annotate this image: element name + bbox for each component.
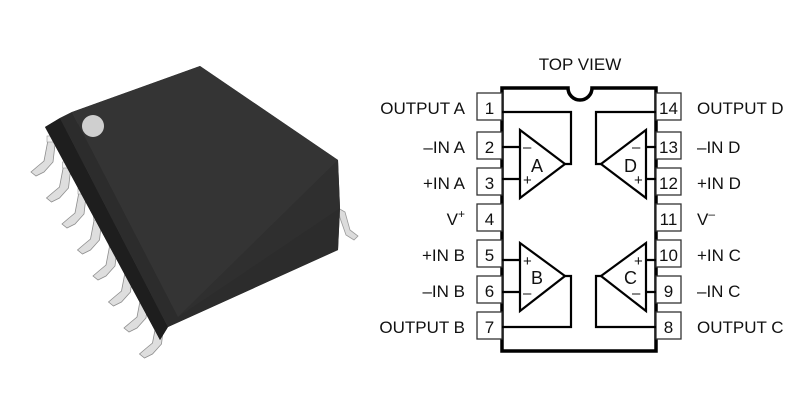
pin-box bbox=[655, 92, 682, 121]
pin1-indicator-dot bbox=[82, 115, 104, 137]
pin-7: 7 OUTPUT B bbox=[379, 311, 503, 340]
opamp-c-triangle bbox=[599, 240, 648, 314]
opamp-b-triangle bbox=[518, 240, 567, 314]
opamp-c-feedback bbox=[594, 274, 656, 329]
pin-label: –IN C bbox=[697, 282, 740, 301]
opamp-a bbox=[502, 110, 573, 201]
chip-package-photo bbox=[30, 66, 359, 359]
pin-2: 2 –IN A bbox=[423, 131, 503, 160]
pin-box bbox=[476, 275, 503, 304]
pin-label: –IN D bbox=[697, 138, 740, 157]
top-view-title: TOP VIEW bbox=[539, 55, 622, 74]
pin-box bbox=[655, 275, 682, 304]
opamp-c bbox=[594, 240, 656, 329]
pin-number: 3 bbox=[485, 174, 494, 193]
opamp-b-plus: + bbox=[523, 253, 532, 270]
opamp-b-label: B bbox=[531, 268, 543, 288]
opamp-a-feedback bbox=[502, 110, 573, 166]
pin-number: 6 bbox=[485, 282, 494, 301]
chip-body bbox=[45, 66, 340, 340]
pin-number: 11 bbox=[660, 210, 678, 229]
pin-14: 14 OUTPUT D bbox=[655, 92, 784, 121]
pin-box bbox=[655, 239, 682, 268]
pin-box bbox=[655, 131, 682, 160]
pin-box bbox=[476, 203, 503, 232]
opamp-a-label: A bbox=[531, 156, 543, 176]
pin-box bbox=[476, 167, 503, 196]
opamp-a-inputs bbox=[502, 145, 520, 181]
pin-number: 4 bbox=[485, 210, 494, 229]
opamp-d-feedback bbox=[594, 110, 656, 166]
pin-10: 10 +IN C bbox=[655, 239, 741, 268]
opamp-d-triangle bbox=[599, 127, 648, 201]
opamp-b-inputs bbox=[502, 258, 520, 294]
opamp-a-minus: – bbox=[523, 139, 532, 156]
package-outline bbox=[500, 86, 658, 353]
pin-box bbox=[476, 92, 503, 121]
pin-number: 1 bbox=[485, 99, 494, 118]
pin-box bbox=[476, 131, 503, 160]
pin-number: 5 bbox=[485, 246, 494, 265]
pin-4: 4 V+ bbox=[447, 203, 503, 232]
pin-number: 9 bbox=[664, 282, 673, 301]
pin-label: +IN D bbox=[697, 174, 741, 193]
opamp-c-minus: – bbox=[632, 285, 641, 302]
pin-8: 8 OUTPUT C bbox=[655, 311, 784, 340]
pin-3: 3 +IN A bbox=[423, 167, 503, 196]
pin-number: 14 bbox=[659, 99, 678, 118]
pin-9: 9 –IN C bbox=[655, 275, 740, 304]
pin-label: –IN B bbox=[422, 282, 465, 301]
right-pin-column: 14 OUTPUT D 13 –IN D 12 +IN D 11 V– 10 +IN C 9 –IN … bbox=[655, 92, 784, 340]
opamp-a-triangle bbox=[518, 127, 567, 201]
lead-far-side bbox=[337, 207, 359, 241]
pin-number: 7 bbox=[485, 318, 494, 337]
left-pin-column: 1 OUTPUT A 2 –IN A 3 +IN A 4 V+ 5 +IN B 6 –IN B 7 OUT… bbox=[379, 92, 503, 340]
pin-box bbox=[655, 203, 682, 232]
pin-box bbox=[476, 311, 503, 340]
pin-number: 13 bbox=[659, 138, 678, 157]
pin-11: 11 V– bbox=[655, 203, 715, 232]
pin-label: +IN C bbox=[697, 246, 741, 265]
pin-6: 6 –IN B bbox=[422, 275, 503, 304]
pin-12: 12 +IN D bbox=[655, 167, 741, 196]
pin-number: 12 bbox=[659, 174, 678, 193]
pin-5: 5 +IN B bbox=[422, 239, 503, 268]
pin-box bbox=[476, 239, 503, 268]
pin-label: V+ bbox=[447, 207, 465, 229]
pin-number: 8 bbox=[664, 318, 673, 337]
pin-label: –IN A bbox=[423, 138, 465, 157]
opamp-d-plus: + bbox=[634, 172, 643, 189]
pin-label: +IN B bbox=[422, 246, 465, 265]
opamp-a-plus: + bbox=[523, 172, 532, 189]
pin-label: +IN A bbox=[423, 174, 466, 193]
opamp-c-inputs bbox=[646, 258, 656, 294]
pin-13: 13 –IN D bbox=[655, 131, 740, 160]
pin-box bbox=[655, 311, 682, 340]
opamp-c-plus: + bbox=[634, 253, 643, 270]
pin-box bbox=[655, 167, 682, 196]
pin-number: 2 bbox=[485, 138, 494, 157]
opamp-c-label: C bbox=[624, 268, 637, 288]
opamp-d bbox=[594, 110, 656, 201]
pin-label: OUTPUT A bbox=[380, 99, 465, 118]
pin-label: OUTPUT D bbox=[697, 99, 784, 118]
opamp-b bbox=[502, 240, 573, 329]
pin-1: 1 OUTPUT A bbox=[380, 92, 503, 121]
opamp-d-label: D bbox=[624, 156, 637, 176]
opamp-b-minus: – bbox=[523, 285, 532, 302]
opamp-b-feedback bbox=[502, 274, 573, 329]
pin-number: 10 bbox=[659, 246, 678, 265]
pin-label: OUTPUT C bbox=[697, 318, 784, 337]
opamp-d-inputs bbox=[646, 145, 656, 181]
pin-label: V– bbox=[697, 207, 715, 229]
pin-label: OUTPUT B bbox=[379, 318, 465, 337]
opamp-d-minus: – bbox=[632, 139, 641, 156]
